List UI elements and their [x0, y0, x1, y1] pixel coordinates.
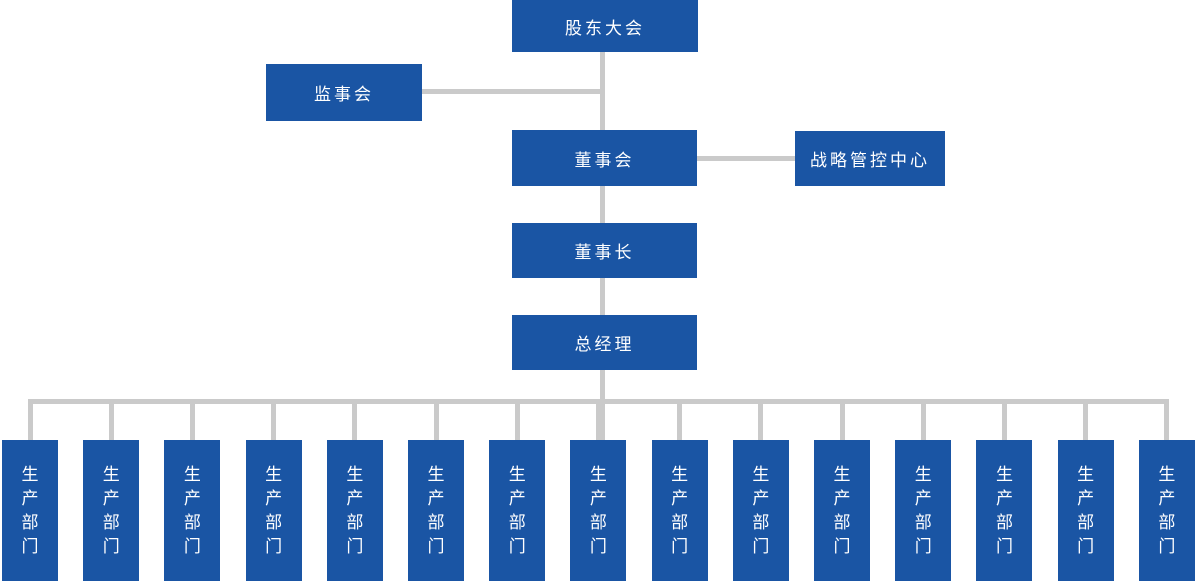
department-label: 生产部门 [265, 464, 283, 557]
department-node: 生产部门 [83, 399, 140, 581]
department-label: 生产部门 [1077, 464, 1095, 557]
node-production-department: 生产部门 [83, 440, 140, 581]
node-production-department: 生产部门 [895, 440, 952, 581]
department-label: 生产部门 [346, 464, 364, 557]
node-production-department: 生产部门 [2, 440, 58, 581]
department-label: 生产部门 [21, 464, 39, 557]
node-production-department: 生产部门 [732, 440, 789, 581]
connector-stub [758, 399, 764, 440]
connector-supervisory-branch [417, 89, 605, 94]
node-production-department: 生产部门 [164, 440, 221, 581]
department-node: 生产部门 [651, 399, 708, 581]
connector-stub [595, 399, 601, 440]
node-production-department: 生产部门 [976, 440, 1033, 581]
connector-stub [189, 399, 195, 440]
department-label: 生产部门 [589, 464, 607, 557]
department-node: 生产部门 [895, 399, 952, 581]
department-node: 生产部门 [1057, 399, 1114, 581]
department-label: 生产部门 [1158, 464, 1176, 557]
connector-stub [839, 399, 845, 440]
department-node: 生产部门 [408, 399, 465, 581]
connector-stub [27, 399, 33, 440]
department-label: 生产部门 [508, 464, 526, 557]
node-production-department: 生产部门 [1138, 440, 1195, 581]
department-label: 生产部门 [102, 464, 120, 557]
node-shareholders-meeting: 股东大会 [512, 0, 698, 52]
connector-stub [1083, 399, 1089, 440]
department-label: 生产部门 [833, 464, 851, 557]
connector-stub [677, 399, 683, 440]
connector-stub [1001, 399, 1007, 440]
node-general-manager: 总经理 [512, 315, 697, 370]
connector-board-chairman [600, 186, 605, 223]
department-node: 生产部门 [2, 399, 58, 581]
departments-row: 生产部门 生产部门 生产部门 生产部门 生产部门 [2, 399, 1195, 581]
connector-stub [514, 399, 520, 440]
department-node: 生产部门 [1138, 399, 1195, 581]
node-strategic-control-center: 战略管控中心 [795, 131, 945, 186]
connector-stub [920, 399, 926, 440]
connector-gm-departments [600, 370, 605, 440]
node-production-department: 生产部门 [489, 440, 546, 581]
department-node: 生产部门 [245, 399, 302, 581]
node-production-department: 生产部门 [570, 440, 627, 581]
connector-stub [433, 399, 439, 440]
node-production-department: 生产部门 [651, 440, 708, 581]
department-label: 生产部门 [427, 464, 445, 557]
connector-stub [352, 399, 358, 440]
department-node: 生产部门 [976, 399, 1033, 581]
connector-stub [271, 399, 277, 440]
department-label: 生产部门 [914, 464, 932, 557]
node-production-department: 生产部门 [814, 440, 871, 581]
department-node: 生产部门 [732, 399, 789, 581]
department-label: 生产部门 [671, 464, 689, 557]
connector-stub [108, 399, 114, 440]
department-node: 生产部门 [570, 399, 627, 581]
node-production-department: 生产部门 [245, 440, 302, 581]
department-node: 生产部门 [814, 399, 871, 581]
node-production-department: 生产部门 [326, 440, 383, 581]
node-board-of-directors: 董事会 [512, 130, 697, 186]
node-production-department: 生产部门 [1057, 440, 1114, 581]
department-label: 生产部门 [752, 464, 770, 557]
department-label: 生产部门 [183, 464, 201, 557]
node-production-department: 生产部门 [408, 440, 465, 581]
department-label: 生产部门 [995, 464, 1013, 557]
department-node: 生产部门 [489, 399, 546, 581]
department-node: 生产部门 [164, 399, 221, 581]
connector-strategy-branch [697, 156, 795, 161]
node-chairman: 董事长 [512, 223, 697, 278]
node-supervisory-board: 监事会 [266, 64, 422, 121]
connector-chairman-gm [600, 278, 605, 315]
connector-stub [1164, 399, 1170, 440]
department-node: 生产部门 [326, 399, 383, 581]
